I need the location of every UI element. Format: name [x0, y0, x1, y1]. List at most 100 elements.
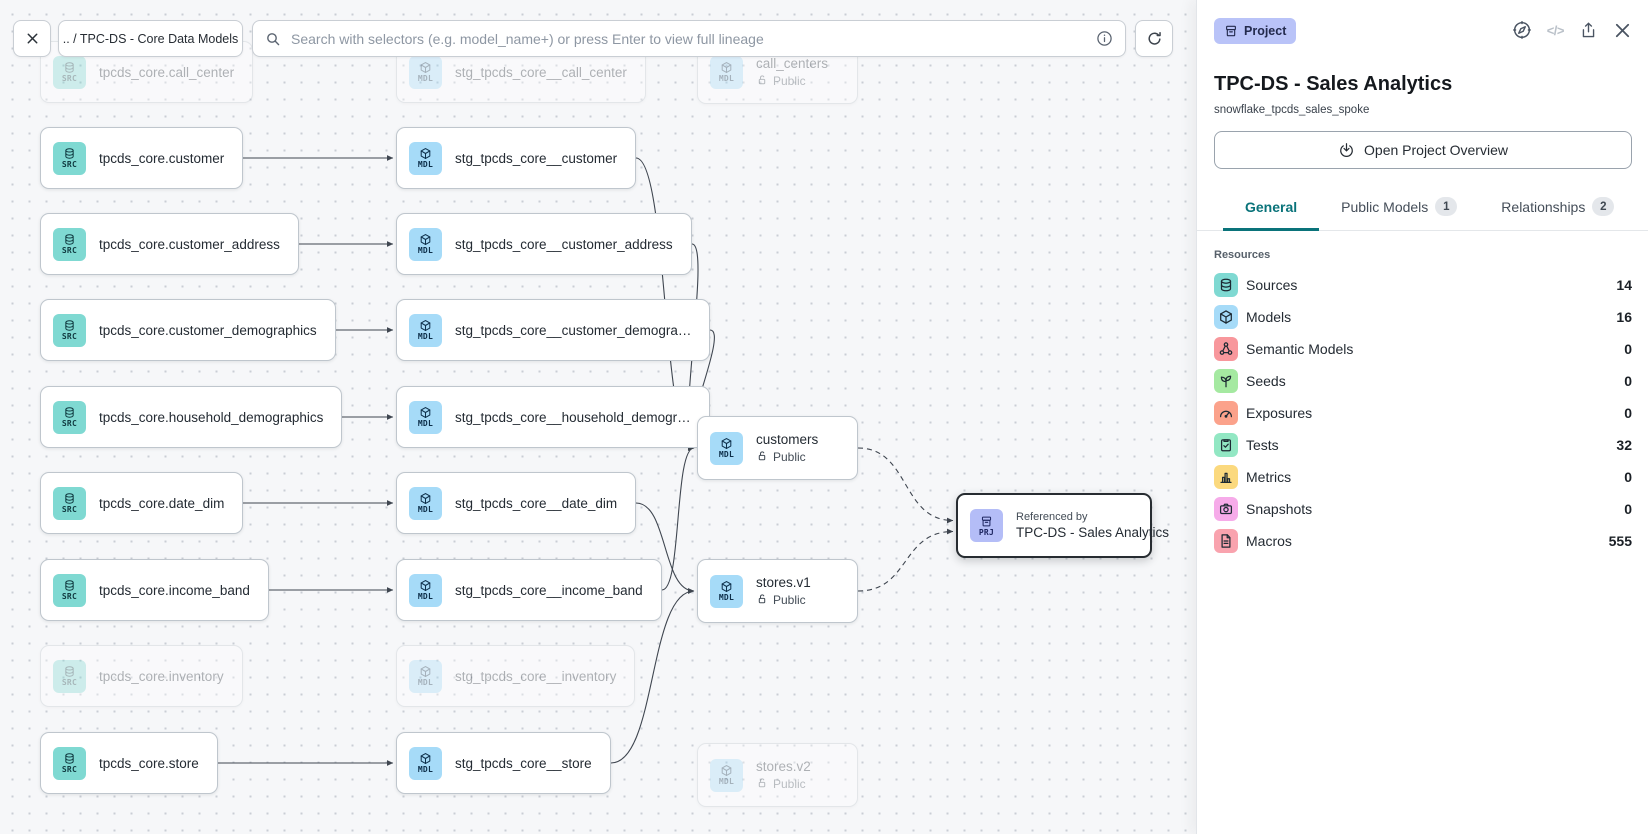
- database-icon: SRC: [53, 659, 86, 693]
- resource-count: 0: [1624, 373, 1632, 389]
- cube-icon: MDL: [409, 227, 442, 261]
- share-icon[interactable]: [1579, 21, 1598, 40]
- info-icon[interactable]: [1096, 30, 1113, 47]
- node-access-label: Public: [756, 74, 828, 89]
- cube-icon: MDL: [409, 141, 442, 175]
- resource-count: 0: [1624, 501, 1632, 517]
- breadcrumb[interactable]: .. / TPC-DS - Core Data Models: [58, 20, 243, 57]
- node-title: tpcds_core.customer: [99, 150, 225, 166]
- close-icon: [27, 33, 37, 44]
- tab-relationships[interactable]: Relationships 2: [1479, 187, 1636, 231]
- lineage-node-src-inventory[interactable]: SRC tpcds_core.inventory: [40, 645, 243, 707]
- close-lineage-button[interactable]: [13, 20, 51, 57]
- resource-label: Models: [1246, 309, 1292, 325]
- tab-label: Public Models: [1341, 198, 1429, 215]
- lineage-edge: [610, 588, 695, 764]
- cube-icon: MDL: [409, 746, 442, 780]
- lineage-toolbar: .. / TPC-DS - Core Data Models: [13, 20, 1173, 57]
- resource-count: 14: [1616, 277, 1632, 293]
- node-title: tpcds_core.date_dim: [99, 495, 225, 511]
- archive-icon: PRJ: [970, 509, 1003, 542]
- lineage-edge: [661, 445, 695, 591]
- tab-label: Relationships: [1501, 198, 1586, 215]
- resource-label: Snapshots: [1246, 501, 1313, 517]
- node-title: tpcds_core.inventory: [99, 668, 224, 684]
- cube-icon: MDL: [409, 55, 442, 89]
- node-title: call_centers: [756, 55, 829, 71]
- close-panel-icon[interactable]: [1613, 21, 1632, 40]
- node-title: stores.v1: [756, 574, 811, 590]
- resource-count: 32: [1616, 437, 1632, 453]
- search-input[interactable]: [289, 29, 1088, 48]
- open-project-overview-button[interactable]: Open Project Overview: [1214, 131, 1632, 169]
- database-icon: [1214, 273, 1238, 297]
- node-access-label: Public: [756, 450, 818, 465]
- resource-row-tests[interactable]: Tests 32: [1214, 429, 1632, 461]
- cube-icon: MDL: [409, 486, 442, 520]
- resource-row-snapshots[interactable]: Snapshots 0: [1214, 493, 1632, 525]
- snapshot-camera-icon: [1214, 497, 1238, 521]
- semantic-model-icon: [1214, 337, 1238, 361]
- resource-label: Macros: [1246, 533, 1292, 549]
- lineage-node-src-date-dim[interactable]: SRC tpcds_core.date_dim: [40, 472, 244, 534]
- page-title: TPC-DS - Sales Analytics: [1214, 73, 1453, 95]
- database-icon: SRC: [53, 313, 86, 347]
- lock-open-icon: [756, 450, 768, 465]
- refresh-icon: [1148, 32, 1161, 45]
- resources-heading: Resources: [1214, 249, 1271, 261]
- cube-icon: MDL: [409, 313, 442, 347]
- macro-file-icon: [1214, 529, 1238, 553]
- node-title: stg_tpcds_core__income_band: [455, 582, 643, 598]
- code-icon: </>: [1546, 22, 1565, 38]
- resource-label: Tests: [1246, 437, 1279, 453]
- lineage-search: [252, 20, 1126, 57]
- cube-icon: MDL: [710, 758, 743, 792]
- database-icon: SRC: [53, 573, 86, 607]
- node-title: stg_tpcds_core__call_center: [455, 64, 627, 80]
- refresh-lineage-button[interactable]: [1135, 20, 1173, 57]
- metrics-chart-icon: [1214, 465, 1238, 489]
- node-title: customers: [756, 431, 819, 447]
- lineage-node-mdl-date-dim[interactable]: MDL stg_tpcds_core__date_dim: [396, 472, 637, 534]
- compass-icon[interactable]: [1512, 20, 1532, 40]
- lineage-node-src-customer[interactable]: SRC tpcds_core.customer: [40, 127, 244, 189]
- tab-general[interactable]: General: [1223, 187, 1320, 231]
- exposure-gauge-icon: [1214, 401, 1238, 425]
- archive-icon: [1226, 25, 1236, 37]
- tab-count-badge: 2: [1592, 197, 1615, 216]
- node-title: tpcds_core.income_band: [99, 582, 250, 598]
- node-title: tpcds_core.household_demographics: [99, 409, 324, 425]
- database-icon: SRC: [53, 141, 86, 175]
- database-icon: SRC: [53, 486, 86, 520]
- lineage-node-src-income-band[interactable]: SRC tpcds_core.income_band: [40, 559, 269, 621]
- node-access-label: Public: [756, 593, 811, 608]
- cube-icon: MDL: [710, 55, 743, 89]
- node-title: stg_tpcds_core__date_dim: [455, 495, 618, 511]
